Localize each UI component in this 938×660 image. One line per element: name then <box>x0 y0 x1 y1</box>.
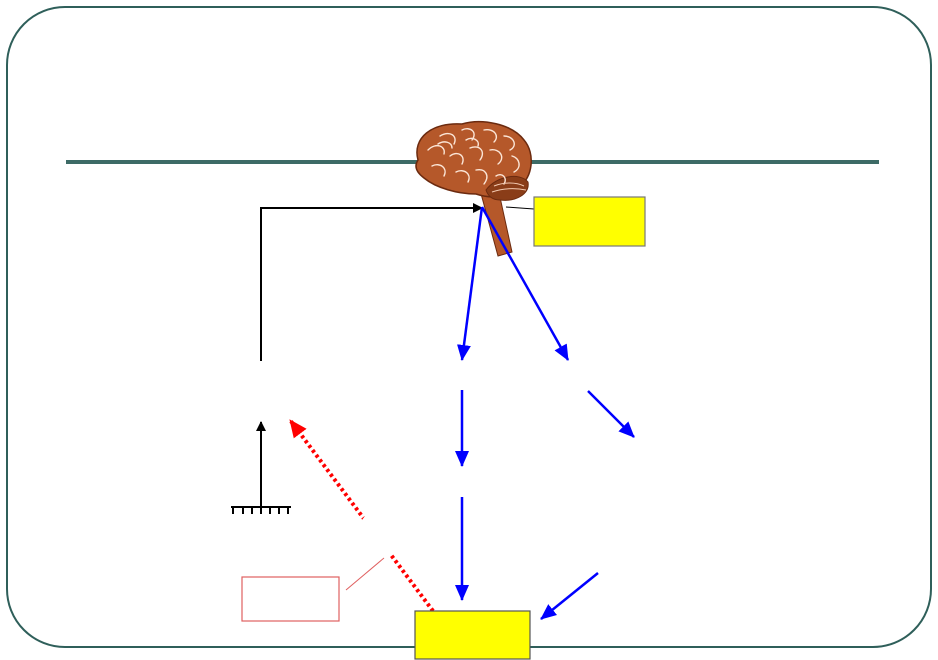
feedback-label-leader <box>345 557 385 591</box>
brain-icon <box>415 121 532 257</box>
brain-label-leader <box>505 206 535 210</box>
feedback-label-box <box>241 576 340 622</box>
feedback-arrow-gap <box>373 538 399 566</box>
feedback-arrow <box>288 418 435 613</box>
right-return-arrow <box>540 572 599 620</box>
slide-frame <box>6 6 932 648</box>
cerebellum-folds <box>491 182 527 193</box>
right-diagonal-arrow <box>587 390 635 438</box>
afferent-arrow <box>260 203 483 361</box>
brain-label-box <box>533 196 646 247</box>
effector-box <box>414 610 531 660</box>
receptor-ground-icon <box>231 421 291 514</box>
efferent-arrow-left <box>457 206 484 361</box>
efferent-arrow-right <box>480 206 570 361</box>
feedback-arrow-gap <box>353 505 399 551</box>
efferent-arrows <box>455 206 635 620</box>
brain-cerebellum <box>485 175 529 201</box>
brain-folds <box>427 128 520 185</box>
